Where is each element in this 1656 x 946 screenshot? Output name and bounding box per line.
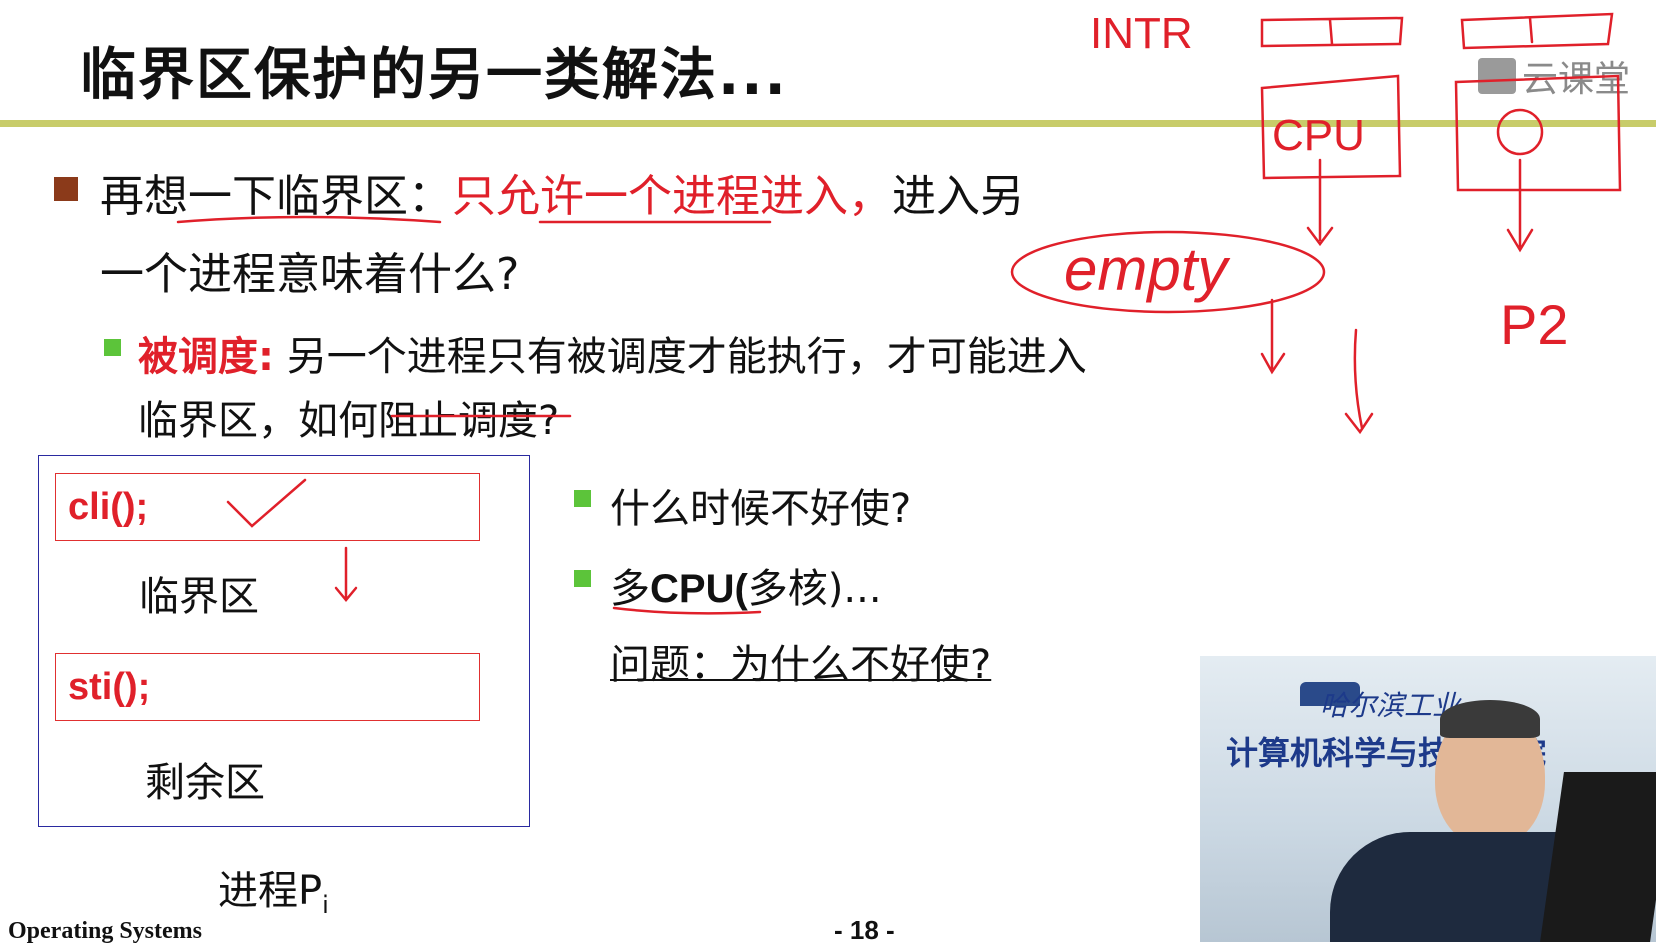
university-emblem-icon [1300,682,1360,706]
sti-box: sti(); [55,653,480,721]
bullet-1-text-b: 进入另 [892,171,1024,222]
ink-down-arrow [334,546,358,602]
critical-section-label: 临界区 [139,574,259,620]
ink-cpu2-circle [1496,108,1544,156]
sub-bullet-marker [574,570,591,587]
sub-bullet-1-line-2: 临界区，如何阻止调度? [138,398,560,444]
ink-down-arrow [1260,298,1286,375]
cli-code: cli(); [68,486,149,528]
sub-bullet-2: 什么时候不好使? [610,486,912,532]
sub-bullet-3-a: 多 [610,566,650,612]
ink-intr-box-1 [1260,16,1404,48]
process-label: 进程Pi [218,858,329,919]
ink-underline-multicpu [612,606,762,615]
ink-cpu-box [1260,74,1402,180]
bullet-1-line-1: 再想一下临界区：只允许一个进程进入，进入另 [100,160,1024,224]
process-label-text: 进程P [218,868,323,914]
cli-box: cli(); [55,473,480,541]
bullet-1-line-2: 一个进程意味着什么? [100,249,520,300]
sub-bullet-marker [104,339,121,356]
sti-code: sti(); [68,666,151,708]
video-banner-top: 哈尔滨工业 [1320,689,1461,722]
ink-down-arrow [1344,328,1374,435]
instructor-video: 哈尔滨工业 计算机科学与技术学院 [1200,656,1656,942]
process-label-subscript: i [322,891,329,919]
sub-bullet-3: 多CPU(多核)... [610,556,882,614]
sub-bullet-1-line-1: 被调度: 另一个进程只有被调度才能执行，才可能进入 [138,324,1087,382]
ink-empty-label: empty [1064,236,1231,303]
sub-bullet-1-label: 被调度: [138,334,274,380]
ink-underline-critical [176,215,442,224]
remainder-section-label: 剩余区 [145,760,265,806]
ink-p2-label: P2 [1500,293,1569,356]
ink-down-arrow [1506,158,1534,253]
sub-bullet-1-text: 另一个进程只有被调度才能执行，才可能进入 [286,334,1087,380]
slide-title: 临界区保护的另一类解法... [80,43,788,108]
sub-bullet-3-c: 多核)... [747,566,882,612]
sub-bullet-marker [574,490,591,507]
instructor-hair [1440,700,1540,738]
bullet-1-text-red: 只允许一个进程进入， [452,171,892,222]
ink-empty-ellipse [1010,230,1326,314]
title-divider [0,120,1656,127]
ink-intr-box-2 [1460,12,1614,50]
ink-cpu-label: CPU [1272,111,1365,160]
ink-intr-label: INTR [1090,9,1193,58]
question-line: 问题：为什么不好使? [610,642,992,688]
bullet-1-text-a: 再想一下临界区： [100,171,452,222]
process-code-box: cli(); 临界区 sti(); 剩余区 [38,455,530,827]
sub-bullet-3-b: CPU( [650,567,748,611]
bullet-marker [54,177,78,201]
ink-checkmark [226,478,307,528]
footer-page-number: - 18 - [834,915,895,945]
ink-cpu2-box [1454,74,1622,192]
footer-course-name: Operating Systems [8,918,202,944]
ink-down-arrow [1306,158,1334,247]
cloud-classroom-logo-icon [1478,58,1516,94]
